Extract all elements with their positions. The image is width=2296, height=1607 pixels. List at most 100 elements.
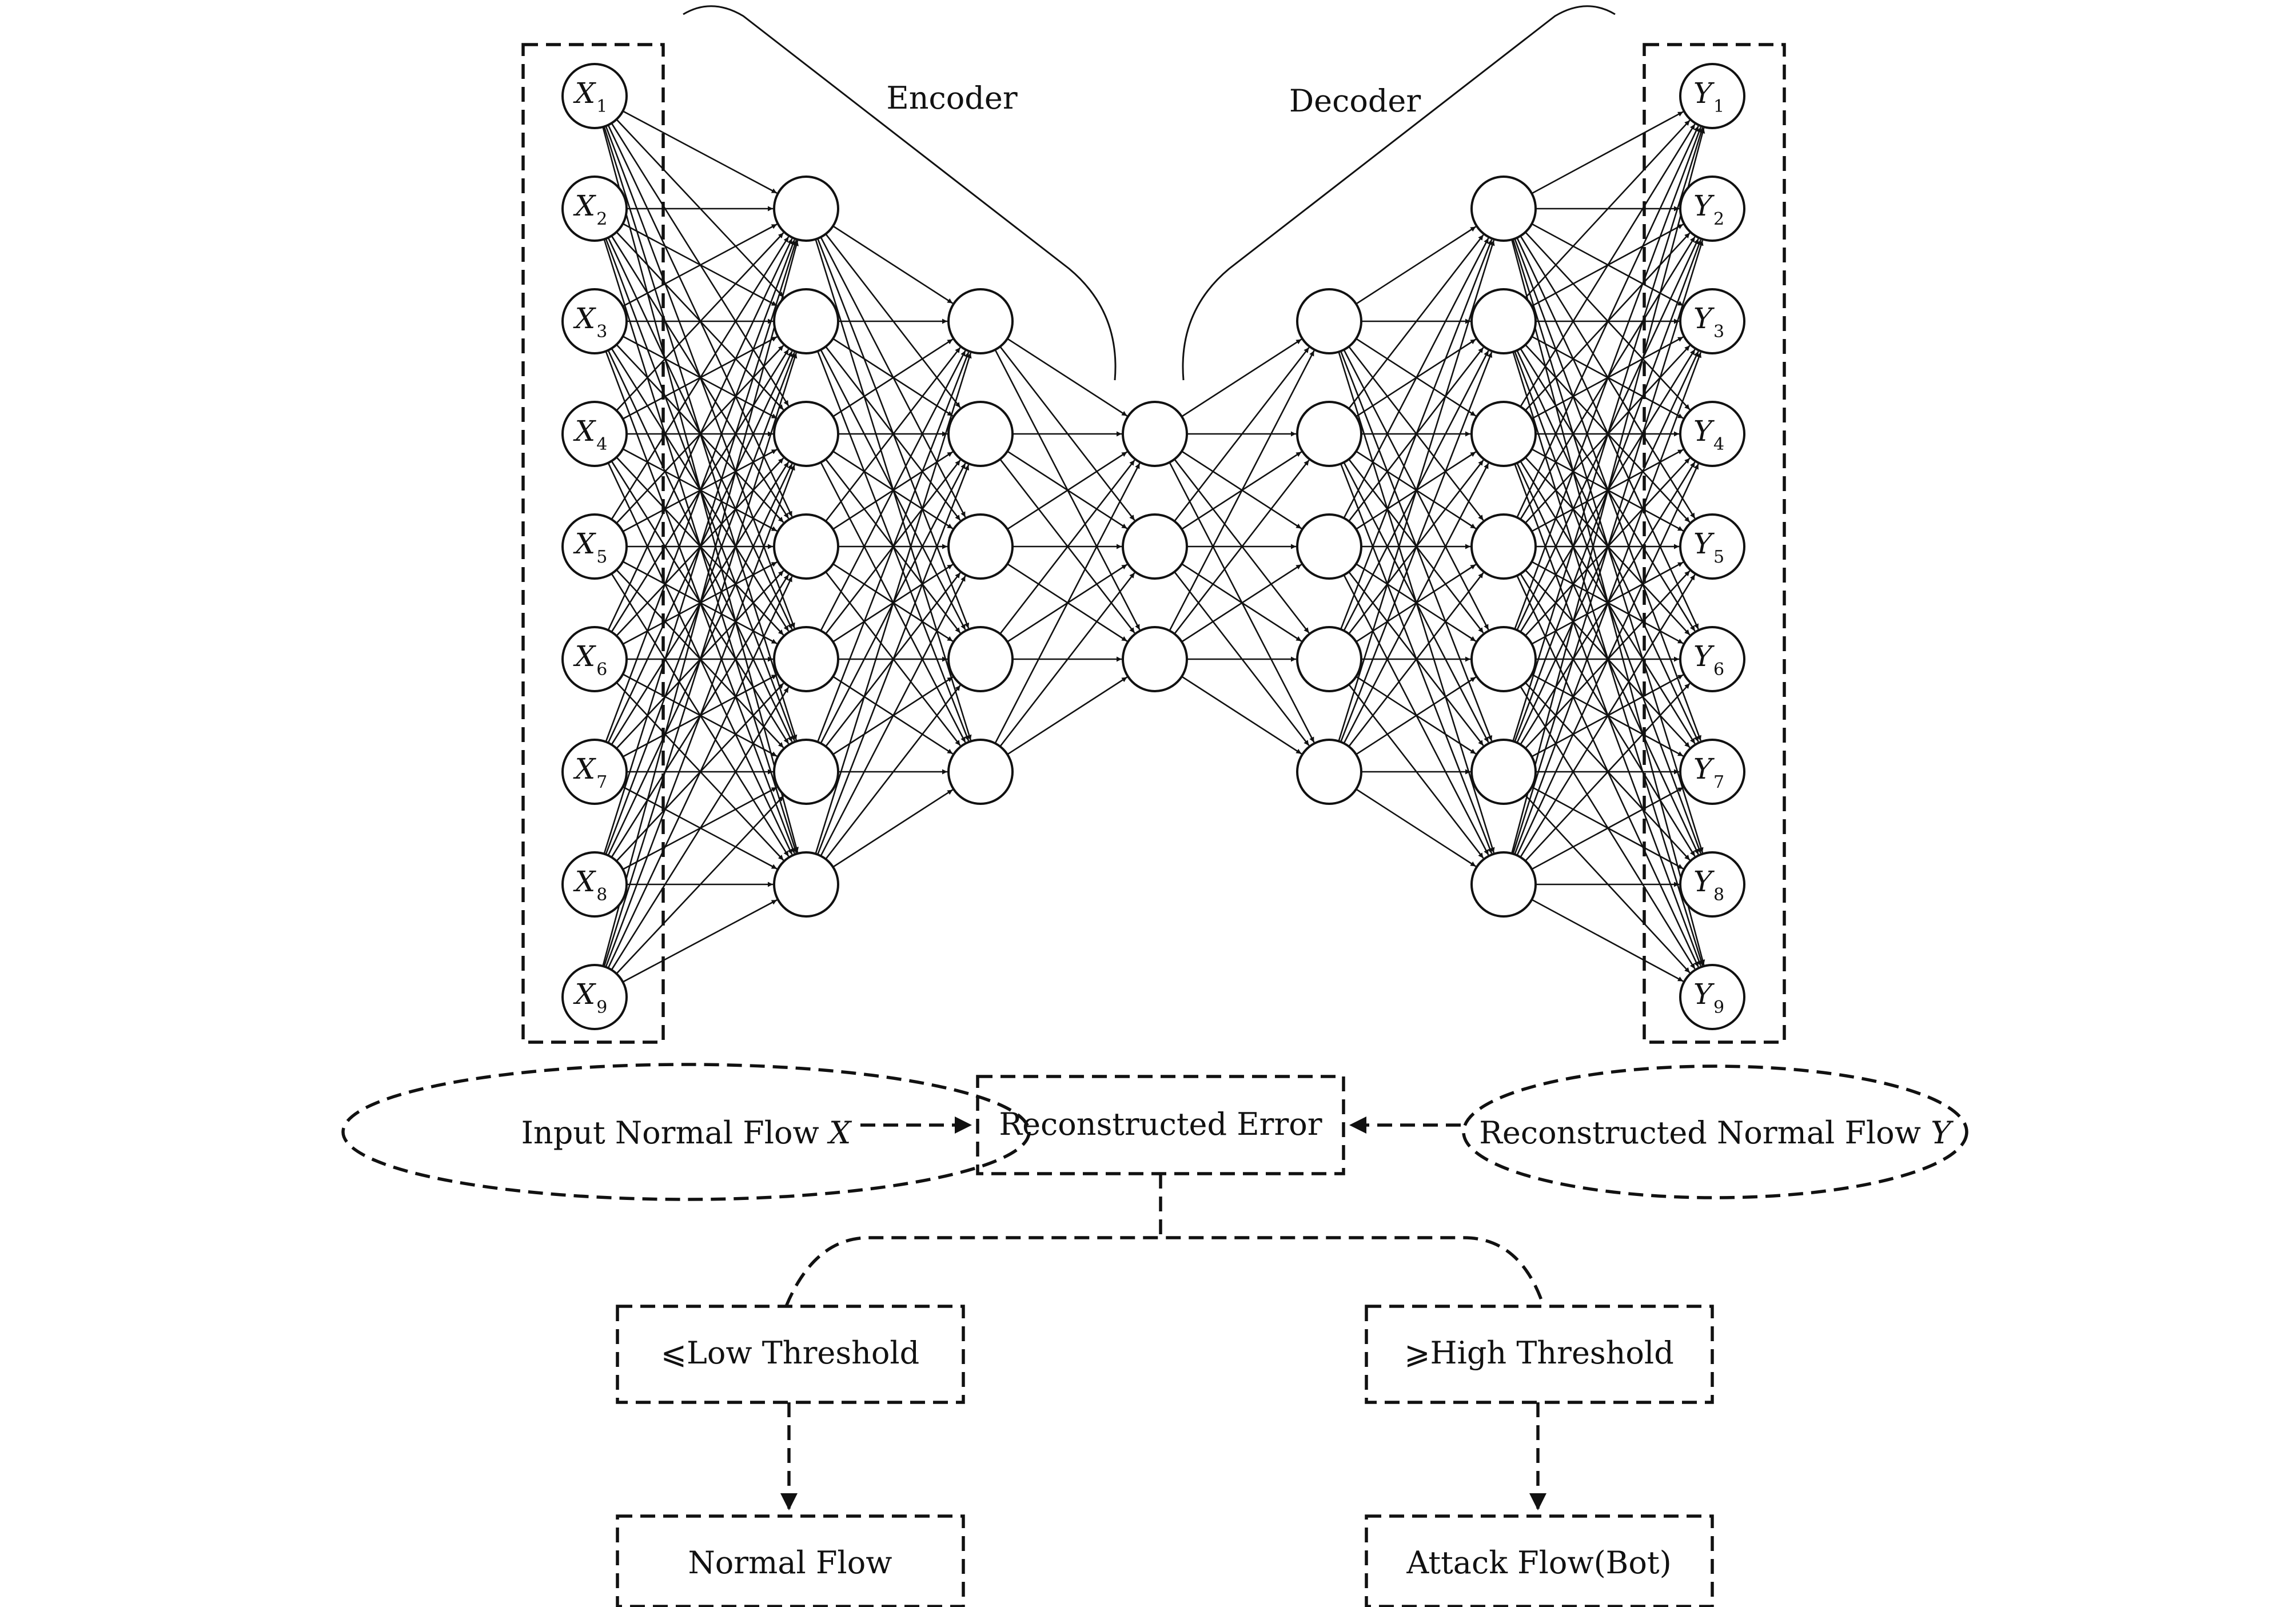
connection-l1-3-0 — [825, 347, 961, 522]
connection-l3-1-0 — [1174, 347, 1310, 522]
output-node-label-3: Y3 — [1693, 302, 1724, 342]
connection-l2-2-0 — [1007, 451, 1128, 530]
connection-l0-8-0 — [602, 240, 799, 967]
node-layer0-1 — [561, 63, 628, 129]
connection-l4-3-0 — [1340, 239, 1493, 630]
node-layer5-1 — [1470, 176, 1537, 242]
attack-flow-label: Attack Flow(Bot) — [1406, 1545, 1671, 1581]
connection-l1-6-4 — [832, 789, 954, 868]
node-layer2-4 — [947, 626, 1014, 692]
reconstructed-flow-ellipse — [1462, 1064, 1968, 1199]
input-flow-ellipse — [341, 1063, 1031, 1201]
connection-l5-6-6 — [1531, 787, 1684, 870]
connection-l4-2-0 — [1343, 237, 1489, 519]
connection-l2-4-2 — [1007, 676, 1128, 755]
connection-l2-4-0 — [994, 462, 1141, 744]
connection-l0-2-0 — [622, 224, 778, 307]
node-layer3-2 — [1122, 513, 1188, 580]
output-node-label-2: Y2 — [1693, 189, 1724, 229]
connection-l4-4-0 — [1338, 240, 1495, 741]
attack-flow-box — [1365, 1514, 1714, 1607]
input-node-label-1: X1 — [573, 77, 608, 117]
node-layer6-4 — [1679, 401, 1745, 467]
input-node-label-9: X9 — [573, 978, 608, 1018]
output-node-label-4: Y4 — [1693, 414, 1724, 454]
node-layer5-4 — [1470, 513, 1537, 580]
connection-l5-6-1 — [1512, 240, 1704, 854]
input-layer-box — [521, 43, 665, 1044]
connection-l5-4-0 — [1514, 126, 1702, 629]
connection-l2-0-0 — [1007, 338, 1128, 417]
encoder-label: Encoder — [886, 80, 1017, 116]
connection-l5-2-0 — [1520, 123, 1696, 408]
network-connections — [602, 110, 1705, 983]
connection-l2-3-0 — [999, 460, 1135, 635]
connection-l3-0-0 — [1181, 338, 1302, 417]
input-node-label-6: X6 — [573, 640, 608, 680]
input-node-label-8: X8 — [573, 865, 608, 905]
output-node-label-8: Y8 — [1693, 865, 1724, 905]
output-node-label-1: Y1 — [1693, 77, 1724, 117]
high-threshold-box — [1365, 1305, 1714, 1404]
connection-l0-6-0 — [605, 239, 795, 743]
input-flow-label: Input Normal Flow X — [521, 1115, 852, 1151]
node-layer2-3 — [947, 513, 1014, 580]
connection-l3-2-1 — [1174, 460, 1310, 635]
connection-l1-5-0 — [816, 352, 970, 743]
node-layer6-2 — [1679, 176, 1745, 242]
node-layer0-9 — [561, 964, 628, 1030]
connection-l0-5-0 — [607, 238, 793, 631]
decoder-brace — [1182, 5, 1616, 381]
input-node-label-2: X2 — [573, 189, 608, 229]
node-layer4-5 — [1296, 739, 1362, 805]
node-layer0-2 — [561, 176, 628, 242]
connection-l1-4-0 — [820, 350, 966, 631]
node-layer0-6 — [561, 626, 628, 692]
connection-l5-6-5 — [1525, 683, 1691, 862]
low-threshold-box — [616, 1305, 965, 1404]
node-layer1-5 — [773, 626, 839, 692]
output-node-label-5: Y5 — [1693, 527, 1724, 567]
node-layer0-4 — [561, 401, 628, 467]
node-layer5-2 — [1470, 288, 1537, 354]
connection-l1-2-0 — [832, 338, 954, 417]
output-node-label-7: Y7 — [1693, 752, 1724, 792]
connection-l0-0-0 — [622, 110, 778, 194]
node-layer5-6 — [1470, 739, 1537, 805]
node-layer5-7 — [1470, 851, 1537, 918]
connection-l5-6-2 — [1514, 352, 1702, 855]
connection-l3-2-0 — [1169, 350, 1315, 631]
node-layer6-7 — [1679, 739, 1745, 805]
branch-connector — [784, 1236, 1545, 1307]
decoder-label: Decoder — [1289, 83, 1421, 119]
connection-l4-0-0 — [1356, 226, 1477, 305]
connection-l2-4-1 — [999, 572, 1135, 747]
input-node-label-5: X5 — [573, 527, 608, 567]
connection-l1-6-0 — [815, 353, 972, 854]
node-layer0-8 — [561, 851, 628, 918]
connection-l4-4-6 — [1356, 788, 1477, 867]
connection-l1-6-3 — [825, 685, 961, 860]
node-layer3-3 — [1122, 626, 1188, 692]
node-layer4-1 — [1296, 288, 1362, 354]
connection-l5-1-0 — [1525, 119, 1691, 298]
input-node-label-7: X7 — [573, 752, 608, 792]
output-node-label-6: Y6 — [1693, 640, 1724, 680]
node-layer1-4 — [773, 513, 839, 580]
normal-flow-label: Normal Flow — [688, 1545, 892, 1581]
node-layer6-5 — [1679, 513, 1745, 580]
node-layer5-5 — [1470, 626, 1537, 692]
reconstructed-flow-label: Reconstructed Normal Flow Y — [1479, 1115, 1954, 1151]
connection-l4-4-2 — [1343, 462, 1489, 744]
low-threshold-label: ⩽Low Threshold — [661, 1335, 919, 1371]
connection-l1-6-1 — [816, 464, 970, 855]
output-node-label-9: Y9 — [1693, 978, 1724, 1018]
node-layer0-3 — [561, 288, 628, 354]
connection-l0-8-2 — [605, 464, 795, 968]
connection-l1-6-2 — [820, 575, 966, 856]
node-layer4-2 — [1296, 401, 1362, 467]
output-layer-box — [1643, 43, 1786, 1044]
node-layer1-6 — [773, 739, 839, 805]
